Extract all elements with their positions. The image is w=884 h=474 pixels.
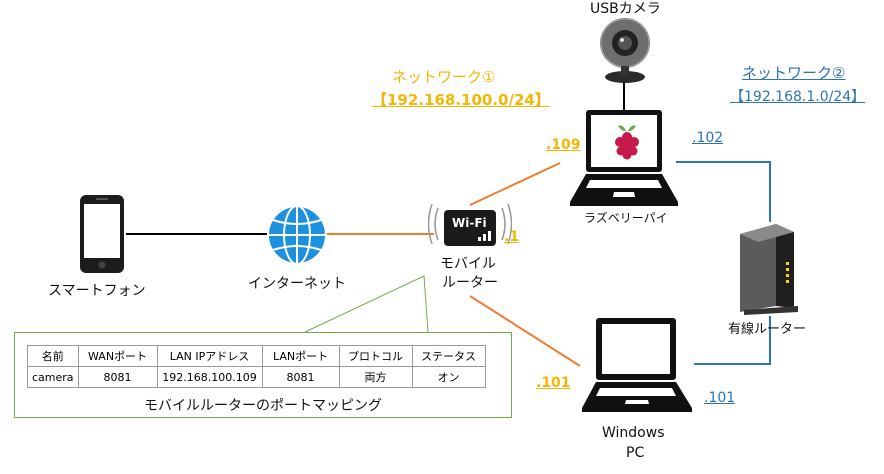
raspi-net2-ip: .102 [692,130,724,146]
cell-name: camera [27,366,79,388]
table-header-row: 名前 WANポート LAN IPアドレス LANポート プロトコル ステータス [27,345,486,367]
pc-net2-ip: .101 [704,390,736,406]
windows-pc-laptop-icon [582,318,692,412]
wired-router-label: 有線ルーター [728,322,807,337]
router-net1-ip: .1 [504,229,520,245]
link-router-pc [469,295,581,367]
cell-protocol: 両方 [338,366,413,388]
header-wan-port: WANポート [77,345,158,367]
raspberry-pi-label: ラズベリーパイ [584,211,668,225]
network2-name: ネットワーク② [742,64,846,82]
cell-status: オン [411,366,486,388]
network1-subnet: 【192.168.100.0/24】 [372,91,550,109]
wifi-badge-label: Wi-Fi [452,216,487,230]
raspi-net1-ip: .109 [546,137,581,153]
usb-camera-icon [600,18,650,83]
windows-pc-label-line2: PC [626,445,645,461]
mobile-router-label-line2: ルーター [442,275,498,291]
globe-icon [267,205,327,265]
mobile-router-icon [428,203,512,246]
port-mapping-box: 名前 WANポート LAN IPアドレス LANポート プロトコル ステータス … [14,332,512,418]
pc-net1-ip: .101 [536,375,571,391]
cell-lan-ip: 192.168.100.109 [156,366,263,388]
network1-name: ネットワーク① [392,68,496,86]
header-status: ステータス [411,345,486,367]
header-lan-port: LANポート [261,345,340,367]
callout-pointer [304,275,429,333]
raspberry-pi-logo-icon [615,125,639,160]
port-mapping-table: 名前 WANポート LAN IPアドレス LANポート プロトコル ステータス … [27,345,486,388]
internet-label: インターネット [248,276,346,292]
header-protocol: プロトコル [338,345,413,367]
smartphone-icon [80,195,124,273]
cell-lan-port: 8081 [261,366,340,388]
link-pc-wiredrouter [694,316,771,365]
usb-camera-label: USBカメラ [590,1,661,17]
header-lan-ip: LAN IPアドレス [156,345,263,367]
link-raspi-wiredrouter [676,161,771,222]
wired-router-icon [740,224,798,315]
cell-wan-port: 8081 [77,366,158,388]
header-name: 名前 [27,345,79,367]
mobile-router-label-line1: モバイル [440,256,496,272]
smartphone-label: スマートフォン [48,283,146,299]
table-row: camera 8081 192.168.100.109 8081 両方 オン [27,366,486,388]
network2-subnet: 【192.168.1.0/24】 [730,89,866,105]
port-mapping-caption: モバイルルーターのポートマッピング [144,398,382,414]
windows-pc-label-line1: Windows [602,425,665,441]
link-router-raspi [469,162,561,206]
